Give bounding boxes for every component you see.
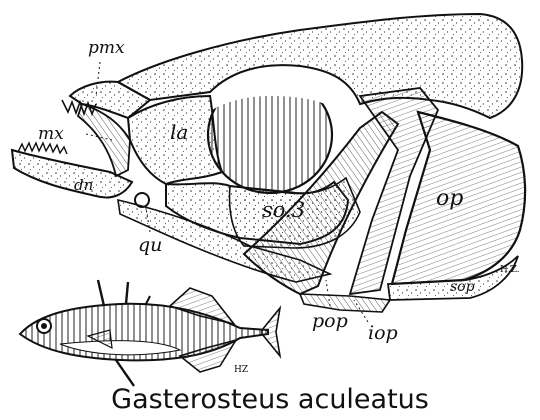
label-dn: dn [74, 178, 93, 193]
label-so3: so.3 [262, 200, 305, 221]
label-pop: pop [312, 312, 348, 331]
label-op: op [436, 188, 463, 210]
fish-spine-2 [126, 282, 128, 304]
fish-tail [262, 308, 280, 356]
label-iop: iop [368, 324, 398, 343]
label-pmx: pmx [88, 40, 125, 57]
fish-pupil [41, 323, 47, 329]
artist-signature-main: H.Z. [500, 266, 520, 275]
fish-spine-3 [146, 296, 150, 304]
label-mx: mx [38, 126, 64, 143]
artist-signature-inset: HZ [234, 366, 248, 375]
label-la: la [170, 122, 188, 142]
fish-pelvic-spine [116, 360, 134, 386]
lower-teeth [18, 143, 67, 154]
label-qu: qu [138, 236, 162, 255]
figure-caption: Gasterosteus aculeatus [0, 386, 540, 413]
fish-spine-1 [98, 280, 104, 306]
label-sop: sop [450, 280, 475, 294]
